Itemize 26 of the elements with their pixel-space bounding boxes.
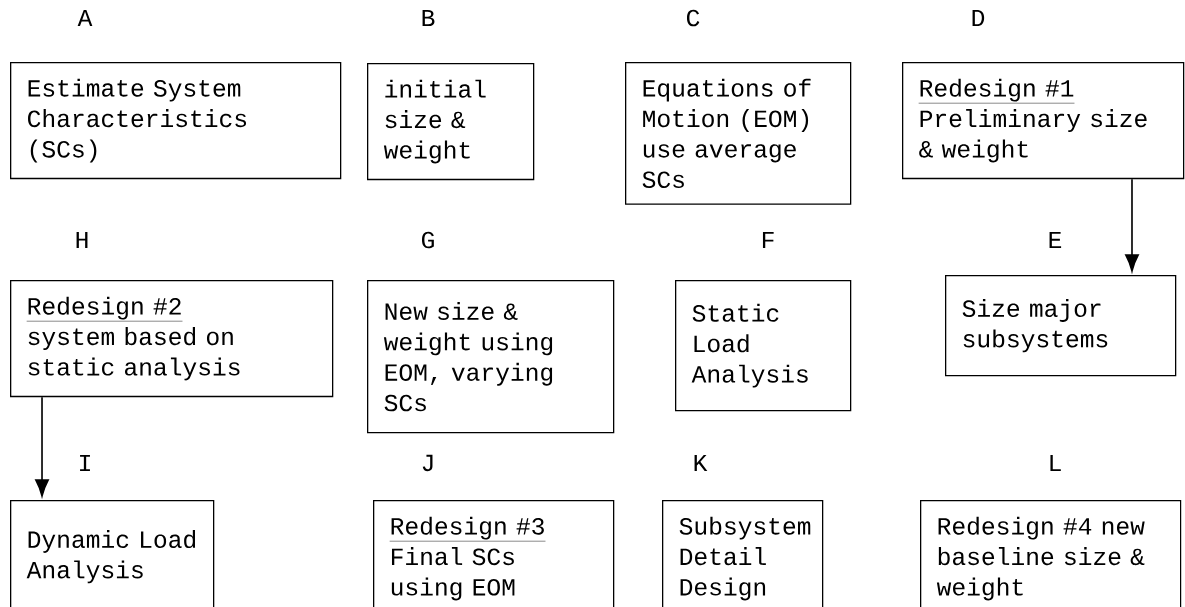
step-letter: G: [422, 231, 434, 249]
arrow: [1125, 178, 1139, 272]
process-box: Subsystem Detail Design: [662, 500, 824, 607]
process-box: Redesign #3 Final SCs using EOM: [373, 500, 615, 607]
process-box: Equations of Motion (EOM) use average SCs: [625, 62, 852, 205]
process-box: Dynamic Load Analysis: [10, 500, 215, 607]
process-box: Redesign #2 system based on static analysis: [10, 280, 334, 398]
step-letter: D: [972, 9, 985, 27]
step-letter: J: [422, 454, 433, 472]
process-box: Static Load Analysis: [675, 280, 852, 412]
process-box: Estimate System Characteristics (SCs): [10, 62, 342, 180]
step-letter: H: [76, 231, 88, 249]
step-letter: L: [1050, 454, 1061, 472]
process-box: New size & weight using EOM, varying SCs: [367, 280, 615, 434]
step-letter: B: [422, 9, 435, 27]
step-letter: E: [1049, 231, 1062, 249]
process-box: Size major subsystems: [945, 275, 1177, 377]
step-letter: K: [694, 454, 708, 472]
process-box: initial size & weight: [367, 63, 535, 181]
process-box: Redesign #1 Preliminary size & weight: [902, 62, 1185, 180]
step-letter: I: [80, 454, 90, 472]
process-box: Redesign #4 new baseline size & weight: [920, 500, 1182, 607]
step-letter: C: [687, 9, 700, 27]
arrow: [35, 396, 49, 497]
step-letter: F: [762, 231, 774, 249]
step-letter: A: [77, 9, 93, 27]
